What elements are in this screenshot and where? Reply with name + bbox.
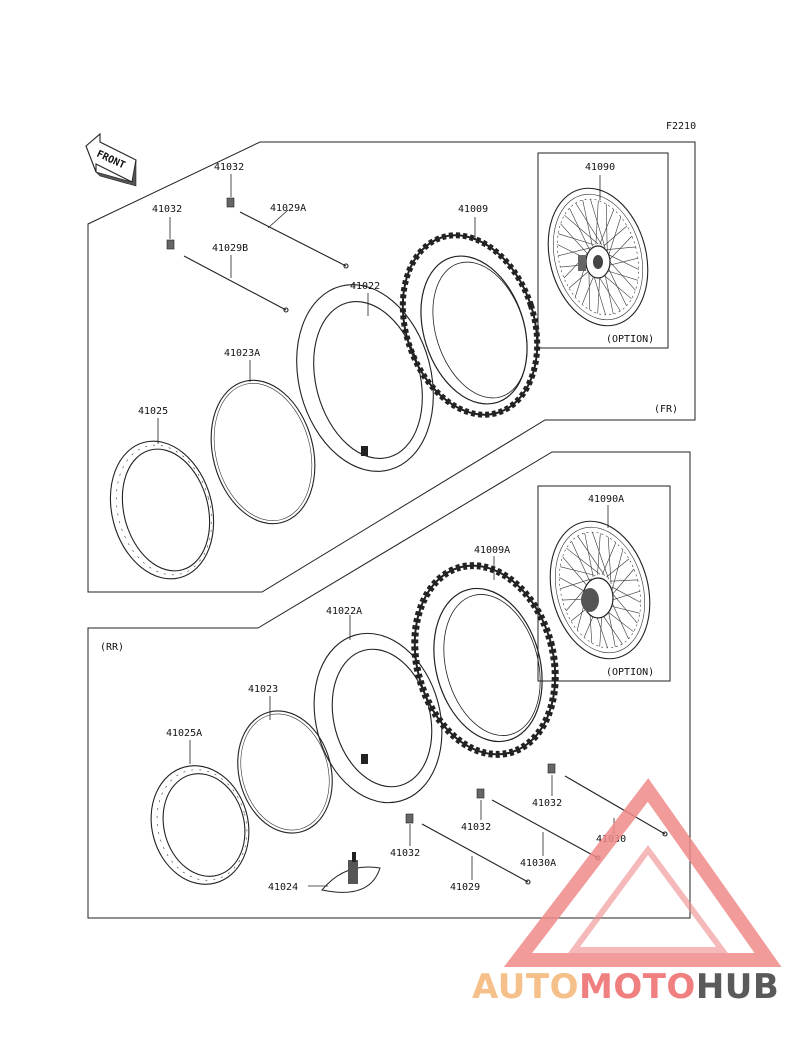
front-rim-band (210, 379, 316, 525)
front-tag: (FR) (654, 404, 678, 415)
spoke-line (611, 592, 638, 624)
rear-section-frame (87, 451, 691, 919)
spoke-line (571, 541, 591, 582)
watermark-text: AUTOMOTOHUB (472, 967, 779, 1007)
rear-spoke-41030 (564, 775, 668, 837)
label-41025: 41025 (138, 406, 168, 417)
spoke-line (606, 263, 627, 306)
label-41029: 41029 (450, 882, 480, 893)
front-tire (399, 232, 541, 418)
spoke-line (569, 208, 590, 251)
label-41029b: 41029B (212, 243, 248, 254)
figure-code: F2210 (666, 121, 696, 132)
spoke-line (607, 259, 636, 291)
watermark-moto: MOTO (579, 967, 696, 1007)
spoke-line (560, 566, 596, 576)
rear-section: (RR) (OPTION) (87, 451, 691, 919)
rear-tube (313, 632, 443, 804)
label-41025a: 41025A (166, 728, 202, 739)
nipple-41032-c (547, 763, 556, 774)
spoke-line (611, 549, 624, 591)
label-41023: 41023 (248, 684, 278, 695)
label-41032-left: 41032 (152, 204, 182, 215)
nipple-41032-e (405, 813, 414, 824)
front-section-frame (87, 141, 696, 593)
rear-option-box (537, 485, 671, 682)
spoke-line (610, 568, 635, 597)
spoke-line (597, 533, 601, 575)
label-41090a: 41090A (588, 494, 624, 505)
rear-tire (411, 562, 559, 758)
nipple-41032-d (476, 788, 485, 799)
spoke-line (605, 203, 608, 253)
spoke-line (606, 246, 636, 250)
spoke-line (566, 547, 601, 575)
spoke-line (584, 532, 594, 578)
rim-lock (321, 852, 381, 893)
spoke-line (603, 225, 628, 247)
rear-spoke-41029 (421, 823, 531, 885)
spoke-line (575, 202, 603, 246)
label-41030a: 41030A (520, 858, 556, 869)
watermark-triangle-icon (503, 778, 782, 967)
spoke-line (606, 558, 630, 578)
label-41022a: 41022A (326, 606, 362, 617)
label-41032-mid: 41032 (461, 822, 491, 833)
rear-tag: (RR) (100, 642, 124, 653)
spoke-line (558, 233, 595, 246)
label-41032-top: 41032 (214, 162, 244, 173)
spoke-line (564, 214, 599, 245)
rear-spoked-wheel (549, 520, 651, 660)
spoke-line (592, 532, 609, 580)
spoke-line (562, 556, 589, 588)
watermark-hub: HUB (696, 967, 779, 1007)
label-41023a: 41023A (224, 348, 260, 359)
front-arrow-icon: FRONT (85, 132, 137, 187)
label-41009: 41009 (458, 204, 488, 215)
spoke-line (595, 200, 599, 245)
spoke-line (582, 199, 593, 247)
nipple-41032-b (166, 239, 175, 250)
watermark-auto: AUTO (472, 967, 579, 1007)
watermark-logo (503, 778, 782, 967)
label-41009a: 41009A (474, 545, 510, 556)
front-section: (FR) (OPTION) (87, 141, 696, 593)
spoke-line (606, 235, 633, 263)
front-tube (296, 284, 434, 472)
rear-spoke-41030a (491, 799, 601, 861)
spoke-line (601, 542, 617, 575)
front-spoke-41029a (239, 211, 349, 269)
spoke-line (577, 535, 605, 576)
spoke-line (607, 536, 612, 585)
front-spoke-41029b (183, 255, 289, 313)
label-41022: 41022 (350, 281, 380, 292)
spoke-line (558, 247, 592, 257)
front-option-box (537, 152, 669, 349)
label-41029a: 41029A (270, 203, 306, 214)
rear-rim (150, 765, 250, 885)
front-option-label: (OPTION) (606, 334, 654, 345)
spoke-line (607, 254, 639, 270)
spoke-line (590, 199, 606, 248)
nipple-41032-a (226, 197, 235, 208)
spoke-line (604, 257, 638, 267)
spoke-line (611, 586, 641, 603)
label-41024: 41024 (268, 882, 298, 893)
spoke-line (608, 590, 640, 602)
spoke-line (599, 209, 615, 245)
label-41032-low: 41032 (390, 848, 420, 859)
spoke-line (560, 578, 592, 590)
label-41090: 41090 (585, 162, 615, 173)
label-41032-right: 41032 (532, 798, 562, 809)
front-rim (109, 440, 215, 580)
rear-rim-band (237, 710, 333, 834)
spoke-line (560, 223, 589, 255)
spoke-line (609, 598, 629, 639)
front-spoked-wheel (547, 187, 649, 327)
rear-option-label: (OPTION) (606, 667, 654, 678)
